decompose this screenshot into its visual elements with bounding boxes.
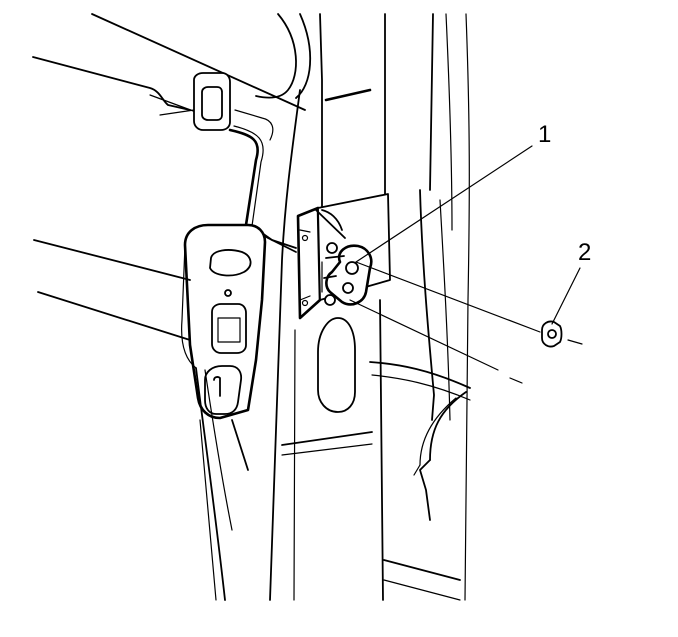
pillar-lower-trim — [281, 361, 471, 601]
callout-1-label: 1 — [538, 121, 551, 148]
upper-body-panel — [32, 13, 312, 141]
upper-clip — [159, 72, 231, 131]
callout-2-label: 2 — [578, 239, 591, 266]
explosion-centerlines — [349, 261, 583, 384]
callout-2-leader — [551, 267, 581, 325]
left-bracket-panel — [181, 223, 267, 420]
striker-nut — [541, 320, 563, 348]
pillar-access-hole — [317, 317, 356, 413]
callout-1-leader — [355, 145, 533, 263]
door-striker — [321, 242, 373, 306]
pillar-outline — [269, 13, 470, 601]
callout-leaders — [355, 145, 581, 325]
lower-left-body — [33, 239, 249, 601]
